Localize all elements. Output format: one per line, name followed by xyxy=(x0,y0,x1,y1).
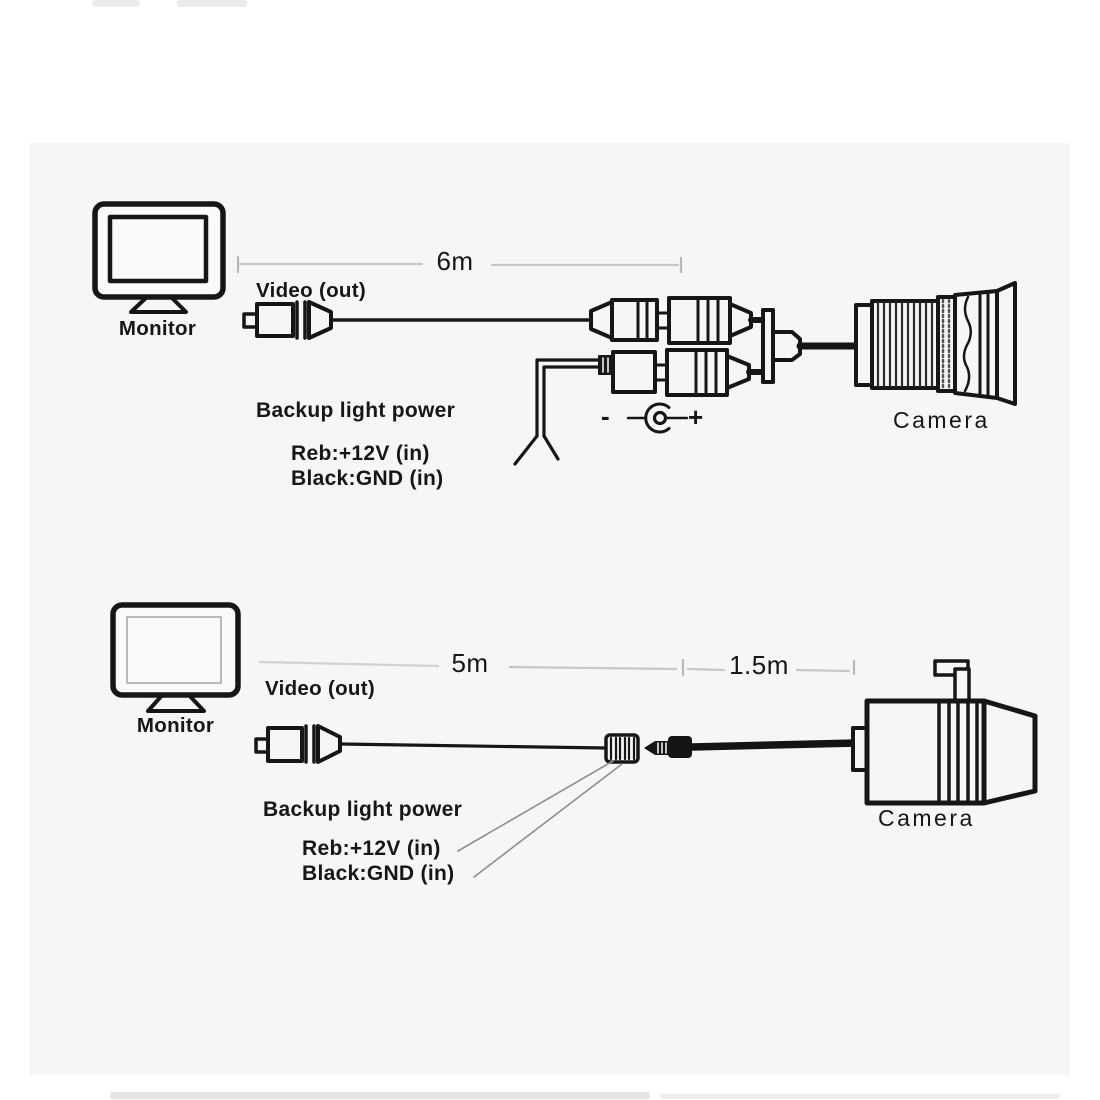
cropped-text-artifact-top-mid xyxy=(177,0,247,7)
rca-video-out-plug-icon xyxy=(242,300,333,340)
monitor-icon-bottom xyxy=(110,602,241,713)
video-cable-5m xyxy=(338,742,608,750)
backup-light-power-label-bottom: Backup light power xyxy=(263,798,463,821)
video-out-label-top: Video (out) xyxy=(256,279,366,302)
rca-connector-pair-video xyxy=(589,296,767,345)
monitor-icon xyxy=(92,201,226,314)
cropped-text-artifact-top-left xyxy=(92,0,140,7)
video-out-label-bottom: Video (out) xyxy=(265,677,375,700)
leader-lines xyxy=(457,760,623,878)
red-wire-label-bottom: Reb:+12V (in) xyxy=(302,837,441,860)
monitor-label-bottom: Monitor xyxy=(136,714,215,737)
cropped-text-artifact-bottom-right xyxy=(660,1094,1060,1099)
cable-length-6m-label: 6m xyxy=(436,246,474,276)
camera-icon-bottom xyxy=(851,659,1038,806)
inline-connector-jack xyxy=(604,733,640,764)
cable-length-1.5m-label: 1.5m xyxy=(729,650,789,680)
backup-light-power-label-top: Backup light power xyxy=(256,399,456,422)
y-junction-connector xyxy=(761,308,862,384)
mini-plug-icon xyxy=(644,736,692,758)
dc-polarity-symbol xyxy=(626,402,689,434)
polarity-minus-sign: - xyxy=(601,401,610,431)
backup-power-wires xyxy=(513,358,602,466)
camera-icon-top xyxy=(854,281,1017,406)
monitor-label-top: Monitor xyxy=(118,317,197,340)
polarity-plus-sign: + xyxy=(688,402,704,432)
black-wire-label-bottom: Black:GND (in) xyxy=(302,862,455,885)
cable-length-5m-label: 5m xyxy=(451,648,489,678)
rca-connector-pair-power xyxy=(598,348,767,397)
camera-cable-1.5m xyxy=(688,739,861,751)
camera-label-bottom: Camera xyxy=(878,805,975,831)
rca-video-out-plug-icon-bottom xyxy=(254,724,342,764)
black-wire-label-top: Black:GND (in) xyxy=(291,467,444,490)
dimension-line-5m-1.5m xyxy=(258,658,856,677)
dimension-line-6m xyxy=(236,255,683,274)
red-wire-label-top: Reb:+12V (in) xyxy=(291,442,430,465)
camera-label-top: Camera xyxy=(893,407,990,433)
cropped-text-artifact-bottom xyxy=(110,1092,650,1099)
